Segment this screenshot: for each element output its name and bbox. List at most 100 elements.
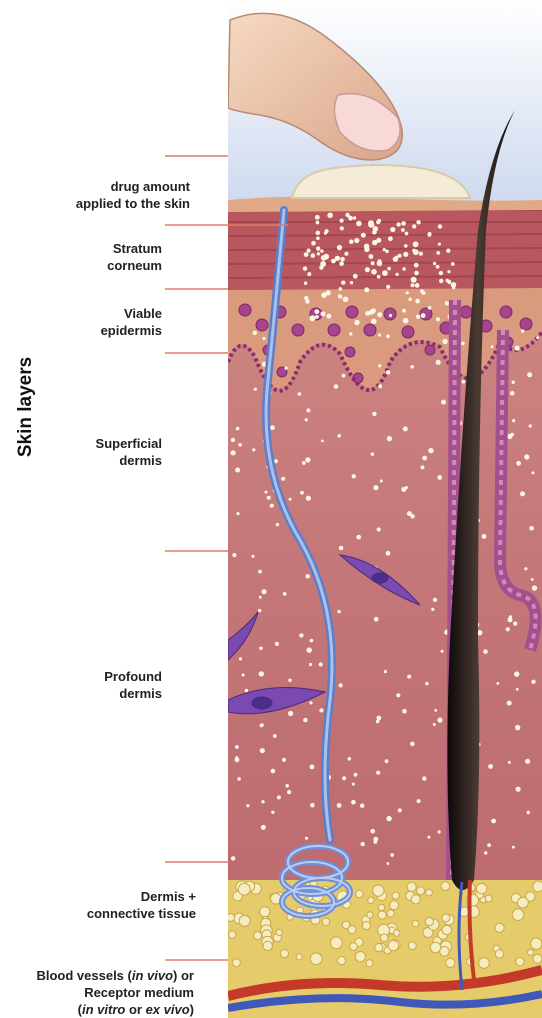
- drug-particle: [338, 294, 342, 298]
- label-line: dermis: [0, 452, 162, 469]
- label-line: Profound: [0, 668, 162, 685]
- label-superficial-dermis: Superficial dermis: [0, 435, 162, 469]
- drug-particle: [342, 776, 346, 780]
- fat-cell: [380, 934, 388, 942]
- fat-cell: [512, 909, 524, 921]
- drug-particle: [515, 346, 520, 351]
- drug-particle: [354, 320, 359, 325]
- drug-particle: [433, 262, 436, 265]
- drug-particle: [261, 800, 264, 803]
- drug-particle: [532, 585, 537, 590]
- drug-particle: [419, 252, 423, 256]
- drug-particle: [235, 757, 240, 762]
- drug-particle: [365, 267, 370, 272]
- drug-particle: [275, 642, 279, 646]
- drug-particle: [446, 249, 450, 253]
- label-line: Stratum: [0, 240, 162, 257]
- fat-cell: [441, 882, 450, 891]
- drug-particle: [422, 456, 427, 461]
- drug-particle: [356, 535, 361, 540]
- label-line: (in vitro or ex vivo): [0, 1001, 194, 1018]
- drug-particle: [342, 374, 346, 378]
- drug-particle: [491, 345, 494, 348]
- drug-particle: [421, 313, 426, 318]
- drug-particle: [319, 708, 323, 712]
- drug-particle: [326, 314, 331, 319]
- drug-particle: [349, 332, 352, 335]
- label-line: Receptor medium: [0, 984, 194, 1001]
- drug-particle: [433, 723, 436, 726]
- drug-particle: [383, 248, 386, 251]
- drug-particle: [425, 682, 428, 685]
- drug-particle: [299, 633, 303, 637]
- fat-cell: [356, 890, 364, 898]
- drug-particle: [402, 309, 406, 313]
- drug-particle: [386, 370, 390, 374]
- drug-particle: [487, 843, 491, 847]
- drug-particle: [510, 433, 514, 437]
- drug-particle: [276, 523, 279, 526]
- drug-particle: [307, 272, 311, 276]
- drug-particle: [398, 808, 402, 812]
- fat-cell: [495, 923, 504, 932]
- drug-particle: [259, 671, 264, 676]
- drug-particle: [434, 709, 437, 712]
- drug-particle: [340, 257, 345, 262]
- drug-particle: [368, 220, 374, 226]
- fat-cell: [337, 957, 345, 965]
- fat-cell: [330, 937, 342, 949]
- drug-particle: [307, 647, 312, 652]
- drug-particle: [310, 803, 315, 808]
- drug-particle: [260, 723, 264, 727]
- label-text-italic: in vivo: [132, 968, 173, 983]
- drug-particle: [298, 392, 302, 396]
- label-dermis-connective: Dermis + connective tissue: [16, 888, 196, 922]
- drug-particle: [314, 309, 319, 314]
- fat-cell: [476, 883, 486, 893]
- fat-cell: [411, 895, 420, 904]
- drug-particle: [310, 765, 315, 770]
- drug-particle: [385, 759, 389, 763]
- drug-particle: [390, 227, 395, 232]
- drug-particle: [334, 384, 339, 389]
- drug-particle: [428, 306, 432, 310]
- drug-particle: [378, 384, 382, 388]
- drug-particle: [512, 419, 515, 422]
- drug-particle: [536, 336, 539, 339]
- drug-particle: [439, 271, 443, 275]
- drug-particle: [259, 647, 263, 651]
- drug-particle: [417, 799, 421, 803]
- drug-particle: [270, 504, 274, 508]
- drug-particle: [365, 311, 370, 316]
- drug-particle: [377, 261, 382, 266]
- drug-particle: [316, 231, 321, 236]
- drug-particle: [303, 266, 307, 270]
- drug-particle: [385, 250, 389, 254]
- fat-cell: [533, 881, 542, 892]
- drug-particle: [445, 301, 449, 305]
- drug-particle: [341, 281, 345, 285]
- drug-particle: [374, 840, 378, 844]
- drug-particle: [258, 609, 261, 612]
- fat-cell: [366, 960, 373, 967]
- label-line: drug amount: [10, 178, 190, 195]
- drug-particle: [283, 592, 287, 596]
- drug-particle: [387, 862, 390, 865]
- drug-particle: [382, 270, 388, 276]
- drug-particle: [262, 337, 265, 340]
- drug-particle: [316, 236, 320, 240]
- drug-particle: [311, 253, 316, 258]
- drug-particle: [411, 277, 417, 283]
- label-text-italic: in vitro: [82, 1002, 125, 1017]
- drug-particle: [289, 498, 292, 501]
- drug-particle: [321, 311, 326, 316]
- drug-particle: [439, 279, 443, 283]
- drug-particle: [373, 485, 378, 490]
- drug-particle: [386, 285, 390, 289]
- drug-particle: [307, 249, 311, 253]
- drug-particle: [303, 718, 307, 722]
- drug-particle: [305, 299, 309, 303]
- drug-particle: [371, 261, 375, 265]
- fat-cell: [392, 892, 399, 899]
- label-text-italic: ex vivo: [146, 1002, 190, 1017]
